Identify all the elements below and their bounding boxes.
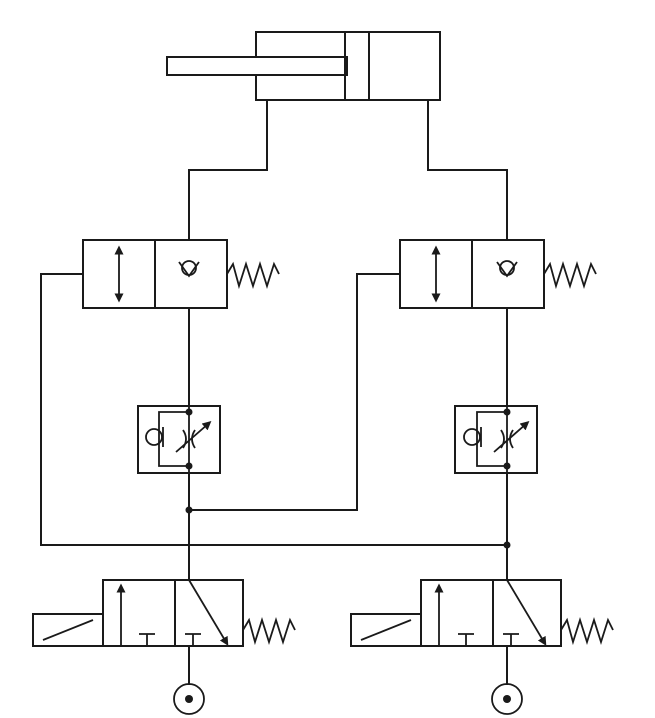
pressure-source-center (503, 695, 511, 703)
junction-dot (185, 462, 193, 470)
pipe-cylinder-left (188, 99, 268, 241)
spring-icon (543, 261, 597, 290)
blocked-port-icon (185, 633, 201, 646)
pressure-source-icon (491, 683, 523, 715)
solenoid-coil-icon (42, 619, 94, 641)
spring-icon (226, 261, 280, 290)
pilot-line-left (40, 273, 508, 546)
junction-dot-pilot-right (185, 506, 193, 514)
pipe-cylinder-right (427, 99, 508, 241)
flow-arrow-diagonal-icon (188, 579, 229, 646)
blocked-port-icon (503, 633, 519, 646)
blocked-port-icon (458, 633, 474, 646)
pilot-line-right (188, 273, 401, 511)
double-acting-cylinder (166, 31, 441, 101)
junction-dot-pilot-left (503, 541, 511, 549)
check-ball-icon (145, 428, 163, 446)
blocked-port-icon (139, 633, 155, 646)
flow-arrow-diagonal-icon (506, 579, 547, 646)
check-ball-icon (181, 260, 197, 276)
cylinder-piston-rod (166, 56, 348, 76)
flow-control-envelope-right (454, 405, 538, 474)
flow-control-valve-right (454, 405, 538, 474)
pilot-check-valve-left (82, 239, 280, 309)
solenoid-coil-icon (360, 619, 412, 641)
flow-control-valve-left (137, 405, 221, 474)
pressure-source-center (185, 695, 193, 703)
junction-dot (185, 408, 193, 416)
check-ball-icon (499, 260, 515, 276)
solenoid-envelope-left-1 (102, 579, 176, 647)
bypass-line (476, 411, 507, 467)
bypass-line (158, 411, 189, 467)
solenoid-valve-left (32, 579, 296, 647)
junction-dot (503, 408, 511, 416)
adjust-arrow-icon (493, 421, 530, 453)
pressure-source-icon (173, 683, 205, 715)
check-ball-icon (463, 428, 481, 446)
junction-dot (503, 462, 511, 470)
pressure-source-right (491, 683, 523, 715)
spring-icon (560, 617, 614, 646)
pressure-source-left (173, 683, 205, 715)
pilot-check-valve-right (399, 239, 597, 309)
flow-control-envelope-left (137, 405, 221, 474)
adjust-arrow-icon (175, 421, 212, 453)
solenoid-envelope-right-1 (420, 579, 494, 647)
solenoid-valve-right (350, 579, 614, 647)
spring-icon (242, 617, 296, 646)
